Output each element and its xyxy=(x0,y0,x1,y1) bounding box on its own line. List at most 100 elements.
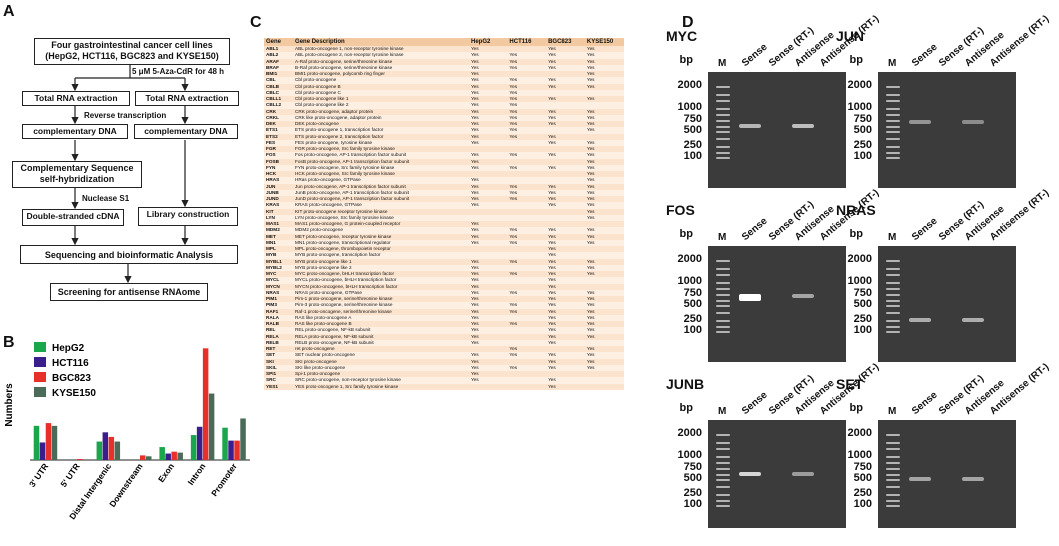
ladder-band xyxy=(886,331,900,333)
description-cell: HRas proto-oncogene, GTPase xyxy=(293,177,469,184)
gene-cell: FOSB xyxy=(264,158,294,165)
ladder-size-label: 750 xyxy=(853,113,872,125)
kyse150-cell: Yes xyxy=(584,146,624,153)
ladder-size-label: 2000 xyxy=(847,79,872,91)
ladder-band xyxy=(886,146,900,148)
bgc823-cell: Yes xyxy=(546,96,585,103)
hepg2-cell: Yes xyxy=(468,164,508,171)
bgc823-cell: Yes xyxy=(546,246,585,253)
bp-unit-label: bp xyxy=(679,228,693,240)
bgc823-cell xyxy=(546,371,585,378)
bar xyxy=(202,348,209,460)
ladder-size-label: 2000 xyxy=(677,427,702,439)
bgc823-cell xyxy=(546,146,585,153)
x-tick-label: Intron xyxy=(185,461,207,486)
bgc823-cell: Yes xyxy=(546,77,585,84)
bgc823-cell: Yes xyxy=(546,358,585,365)
ladder-size-label: 250 xyxy=(853,139,872,151)
gene-cell: FYN xyxy=(264,164,294,171)
hepg2-cell: Yes xyxy=(468,264,508,271)
bgc823-cell xyxy=(546,208,585,215)
gene-cell: ABL2 xyxy=(264,52,294,59)
description-cell: ABL proto-oncogene 2, non-receptor tyros… xyxy=(293,52,469,59)
kyse150-cell: Yes xyxy=(584,264,624,271)
sample-band xyxy=(792,124,814,129)
bgc823-cell: Yes xyxy=(546,152,585,159)
x-tick-label: Promoter xyxy=(209,461,239,498)
ladder-size-label: 2000 xyxy=(677,79,702,91)
bar xyxy=(102,432,109,460)
ladder-size-label: 250 xyxy=(683,487,702,499)
gene-cell: CRKL xyxy=(264,114,294,121)
hepg2-cell: Yes xyxy=(468,327,508,334)
kyse150-cell xyxy=(584,339,624,346)
hepg2-cell: Yes xyxy=(468,102,508,109)
bgc823-cell: Yes xyxy=(546,64,585,71)
gene-cell: RET xyxy=(264,346,294,353)
hct116-cell xyxy=(507,358,547,365)
ladder-band xyxy=(716,94,730,96)
kyse150-cell: Yes xyxy=(584,46,624,53)
ladder-band xyxy=(886,260,900,262)
bgc823-cell: Yes xyxy=(546,258,585,265)
hct116-cell xyxy=(507,171,547,178)
hepg2-cell: Yes xyxy=(468,71,508,78)
description-cell: SKI like proto-oncogene xyxy=(293,364,469,371)
description-cell: MYCL proto-oncogene, bHLH transcription … xyxy=(293,277,469,284)
kyse150-cell: Yes xyxy=(584,71,624,78)
hct116-cell xyxy=(507,383,547,390)
ladder-band xyxy=(886,120,900,122)
bgc823-cell xyxy=(546,221,585,228)
gene-cell: KIT xyxy=(264,208,294,215)
ladder-band xyxy=(886,114,900,116)
col-header-hepg2: HepG2 xyxy=(468,38,508,46)
ladder-band xyxy=(716,86,730,88)
bp-unit-label: bp xyxy=(849,228,863,240)
sample-band xyxy=(739,472,761,477)
kyse150-cell: Yes xyxy=(584,164,624,171)
gene-cell: SRC xyxy=(264,377,294,384)
hepg2-cell: Yes xyxy=(468,271,508,278)
description-cell: Cbl proto-oncogene xyxy=(293,77,469,84)
bgc823-cell: Yes xyxy=(546,289,585,296)
description-cell: Cbl proto-oncogene B xyxy=(293,83,469,90)
gene-cell: CBLL2 xyxy=(264,102,294,109)
description-cell: Jun proto-oncogene, AP-1 transcription f… xyxy=(293,183,469,190)
description-cell: A-Raf proto-oncogene, serine/threonine k… xyxy=(293,58,469,65)
hepg2-cell: Yes xyxy=(468,202,508,209)
gel-title: MYC xyxy=(666,28,698,44)
sample-band xyxy=(909,119,931,124)
hct116-cell: Yes xyxy=(507,89,547,96)
lane-label: M xyxy=(718,232,727,243)
description-cell: RAS like proto-oncogene B xyxy=(293,321,469,328)
description-cell: JunB proto-oncogene, AP-1 transcription … xyxy=(293,189,469,196)
hepg2-cell: Yes xyxy=(468,296,508,303)
description-cell: FosB proto-oncogene, AP-1 transcription … xyxy=(293,158,469,165)
ladder-band xyxy=(886,282,900,284)
reverse-transcription-label: Reverse transcription xyxy=(84,111,167,120)
description-cell: SKI proto-oncogene xyxy=(293,358,469,365)
ladder-band xyxy=(886,448,900,450)
description-cell: YES proto-oncogene 1, Src family tyrosin… xyxy=(293,383,469,390)
hct116-cell: Yes xyxy=(507,302,547,309)
bgc823-cell: Yes xyxy=(546,264,585,271)
ladder-size-label: 1000 xyxy=(847,449,872,461)
description-cell: B-Raf proto-oncogene, serine/threonine k… xyxy=(293,64,469,71)
bgc823-cell: Yes xyxy=(546,352,585,359)
description-cell: LYN proto-oncogene, Src family tyrosine … xyxy=(293,214,469,221)
bgc823-cell: Yes xyxy=(546,333,585,340)
bgc823-cell xyxy=(546,102,585,109)
gene-cell: CBLB xyxy=(264,83,294,90)
bgc823-cell: Yes xyxy=(546,233,585,240)
